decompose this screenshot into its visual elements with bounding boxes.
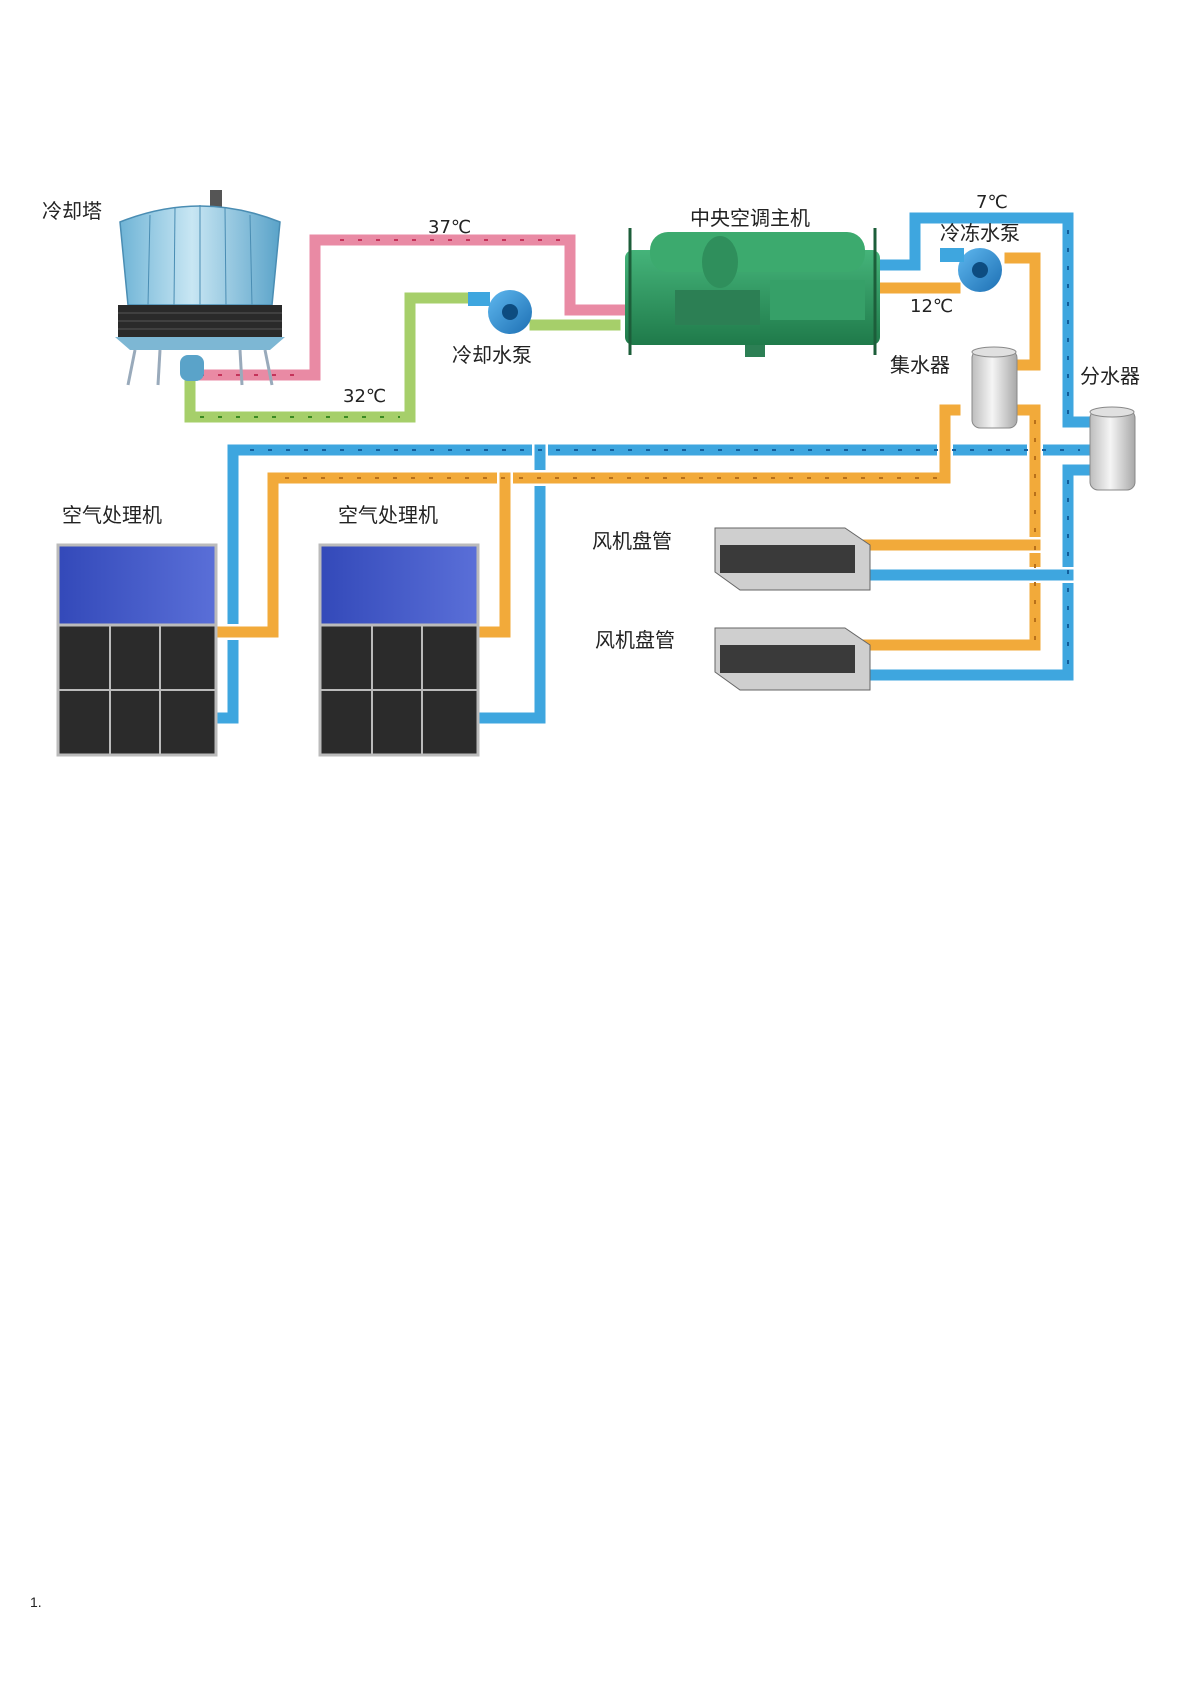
- pipe-return-fcu-inner: [859, 404, 1041, 651]
- fan-coil-unit-2: 风机盘管: [595, 627, 871, 691]
- cooling-water-pump: 冷却水泵: [452, 290, 532, 367]
- distributor-label: 分水器: [1080, 364, 1140, 388]
- chiller-label: 中央空调主机: [690, 206, 810, 230]
- pipe-supply-main-inner: [874, 212, 1101, 428]
- pipe-cooling-cold-inner: [184, 292, 476, 423]
- fcu-1-label: 风机盘管: [592, 529, 672, 553]
- page-number: 1.: [30, 1594, 42, 1610]
- cooling-tower: 冷却塔: [42, 190, 285, 386]
- flow-arrows: [200, 230, 1080, 670]
- pipe-cooling-hot-inner: [189, 234, 631, 381]
- temp-cooling-hot: 37℃: [428, 217, 471, 238]
- distributor-tank: 分水器: [1080, 364, 1140, 491]
- chiller-unit: 中央空调主机: [625, 206, 880, 357]
- cooling-tower-label: 冷却塔: [42, 199, 102, 223]
- air-handling-unit-1: 空气处理机: [56, 503, 218, 757]
- cooling-pump-label: 冷却水泵: [452, 343, 532, 367]
- ahu-2-label: 空气处理机: [338, 503, 438, 527]
- pipe-return-main-inner: [1004, 252, 1041, 371]
- air-handling-unit-2: 空气处理机: [318, 503, 480, 757]
- temp-chilled-supply: 7℃: [976, 192, 1008, 213]
- fan-coil-unit-1: 风机盘管: [592, 527, 871, 591]
- fcu-2-label: 风机盘管: [595, 628, 675, 652]
- chilled-pump-label: 冷冻水泵: [940, 221, 1020, 245]
- temp-chilled-return: 12℃: [910, 296, 953, 317]
- collector-label: 集水器: [890, 353, 950, 377]
- collector-tank: 集水器: [890, 346, 1018, 429]
- temp-cooling-cold: 32℃: [343, 386, 386, 407]
- ahu-1-label: 空气处理机: [62, 503, 162, 527]
- chilled-water-pump: 冷冻水泵: [940, 221, 1020, 292]
